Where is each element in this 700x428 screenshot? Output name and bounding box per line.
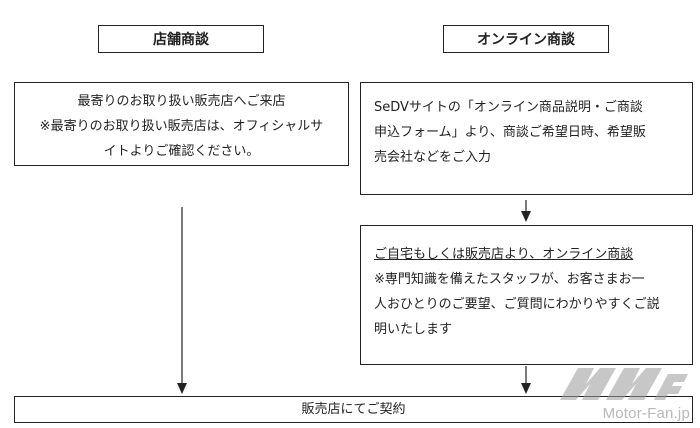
header-online-negotiation: オンライン商談 (443, 25, 609, 53)
store-visit-line2: ※最寄りのお取り扱い販売店は、オフィシャルサ (39, 119, 324, 134)
online-form-line3: 売会社などをご入力 (374, 150, 492, 165)
online-negotiation-line2: ※専門知識を備えたスタッフが、お客さまお一 (374, 272, 645, 287)
header-store-negotiation: 店舗商談 (98, 25, 264, 53)
online-form-box: SeDVサイトの「オンライン商品説明・ご商談 申込フォーム」より、商談ご希望日時… (360, 82, 693, 195)
watermark-text: Motor-Fan.jp (602, 405, 690, 422)
store-visit-line1: 最寄りのお取り扱い販売店へご来店 (77, 94, 286, 109)
online-form-line2: 申込フォーム」より、商談ご希望日時、希望販 (374, 125, 646, 140)
arrow-online-head (521, 383, 531, 394)
header-store-negotiation-label: 店舗商談 (153, 32, 209, 48)
online-form-line1: SeDVサイトの「オンライン商品説明・ご商談 (374, 100, 643, 115)
online-negotiation-line3: 人おひとりのご要望、ご質問にわかりやすくご説 (374, 297, 660, 312)
store-visit-box: 最寄りのお取り扱い販売店へご来店 ※最寄りのお取り扱い販売店は、オフィシャルサ … (14, 82, 349, 166)
online-negotiation-line4: 明いたします (374, 322, 453, 337)
header-online-negotiation-label: オンライン商談 (477, 32, 575, 48)
contract-box: 販売店にてご契約 (14, 396, 693, 423)
motor-fan-logo-icon (560, 368, 688, 400)
contract-label: 販売店にてご契約 (301, 402, 406, 417)
online-negotiation-box: ご自宅もしくは販売店より、オンライン商談 ※専門知識を備えたスタッフが、お客さま… (360, 225, 693, 365)
store-visit-line3: イトよりご確認ください。 (103, 144, 260, 159)
online-negotiation-line1: ご自宅もしくは販売店より、オンライン商談 (374, 247, 634, 262)
arrow-left-head (177, 383, 187, 394)
arrow-form-head (521, 211, 531, 222)
